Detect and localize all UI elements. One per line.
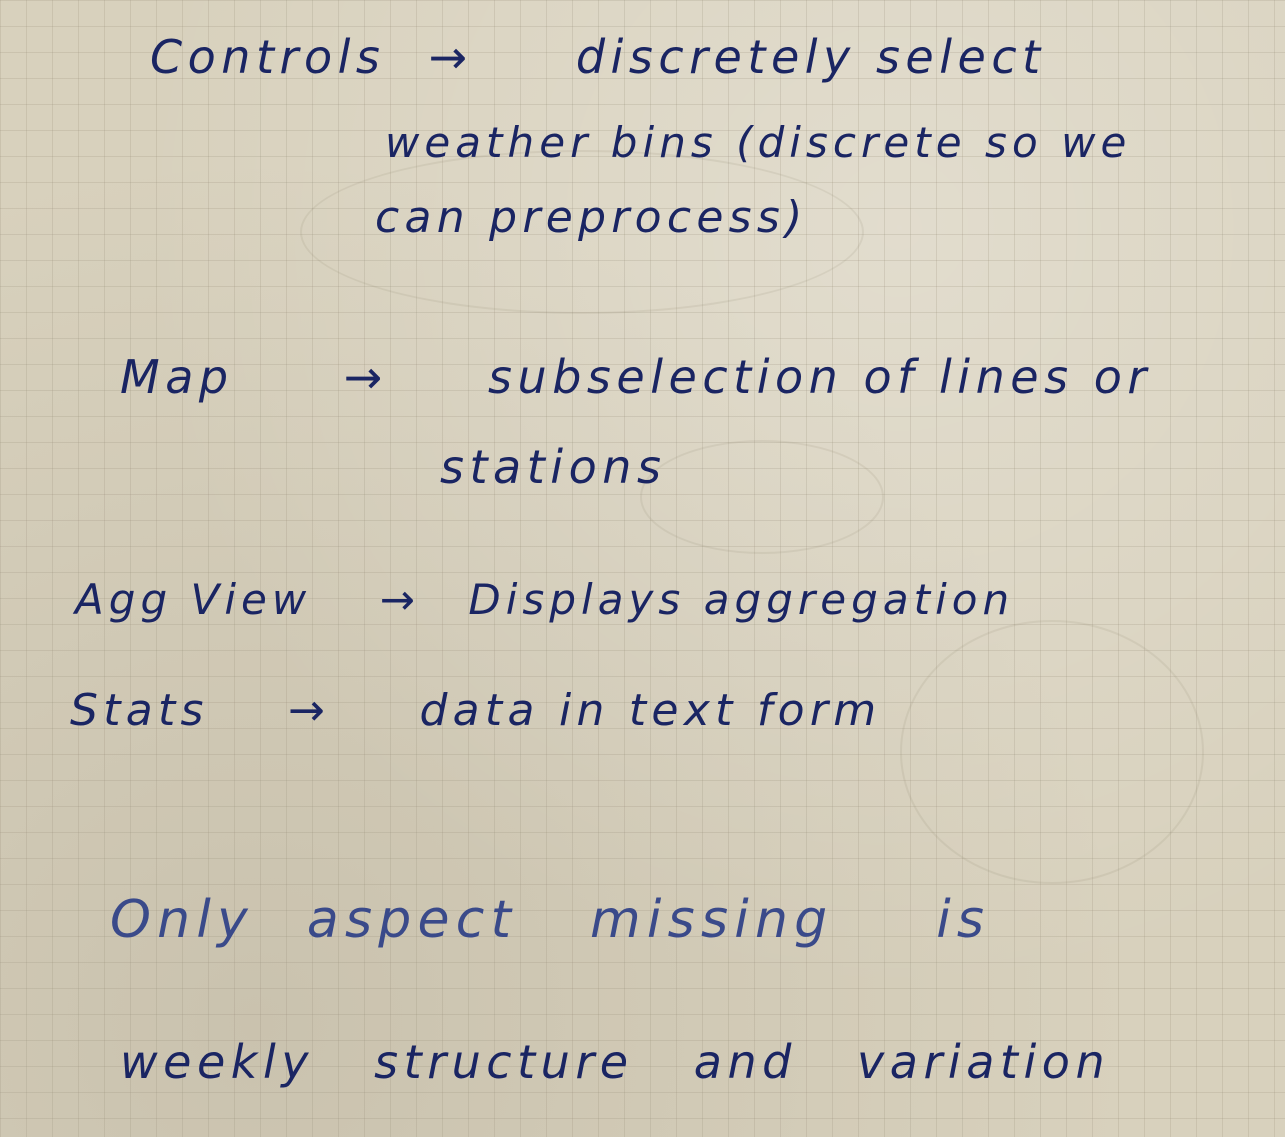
arrow-right-icon: →	[379, 575, 420, 624]
stats-label: Stats	[70, 685, 209, 736]
conclusion-word: variation	[857, 1035, 1111, 1089]
conclusion-word: missing	[590, 890, 834, 950]
controls-description-line1: discretely select	[575, 30, 1046, 84]
arrow-right-icon: →	[288, 685, 331, 736]
map-row: Map → subselection of lines or	[120, 350, 1152, 404]
controls-row: Controls → discretely select	[150, 30, 1046, 84]
controls-description-line2: weather bins (discrete so we	[385, 118, 1132, 167]
agg-view-description: Displays aggregation	[468, 575, 1015, 624]
map-description-line2: stations	[440, 440, 667, 494]
conclusion-word: structure	[374, 1035, 634, 1089]
conclusion-line1: Only aspect missing is	[110, 890, 990, 950]
bleed-through-mark	[300, 150, 864, 314]
bleed-through-mark	[900, 620, 1204, 884]
bleed-through-mark	[640, 440, 884, 554]
conclusion-word: aspect	[306, 890, 518, 950]
arrow-right-icon: →	[428, 30, 473, 84]
controls-description-line3: can preprocess)	[375, 192, 808, 243]
map-description-line1: subselection of lines or	[488, 350, 1152, 404]
agg-view-label: Agg View	[75, 575, 312, 624]
conclusion-line2: weekly structure and variation	[120, 1035, 1110, 1089]
conclusion-word: Only	[110, 890, 255, 950]
arrow-right-icon: →	[343, 350, 388, 404]
stats-row: Stats → data in text form	[70, 685, 881, 736]
conclusion-word: and	[693, 1035, 797, 1089]
map-label: Map	[120, 350, 234, 404]
stats-description: data in text form	[419, 685, 882, 736]
agg-view-row: Agg View → Displays aggregation	[75, 575, 1014, 624]
controls-label: Controls	[150, 30, 386, 84]
conclusion-word: weekly	[120, 1035, 314, 1089]
conclusion-word: is	[936, 890, 991, 950]
